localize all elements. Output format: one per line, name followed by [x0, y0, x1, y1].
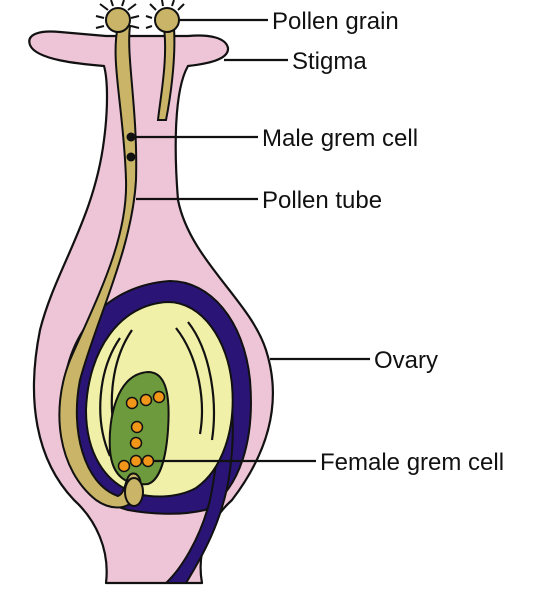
label-ovary: Ovary [374, 347, 438, 374]
label-male-germ-cell: Male grem cell [262, 125, 418, 152]
short-pollen-tube [156, 27, 176, 121]
nucleus [129, 454, 143, 468]
integument-line-1 [99, 337, 121, 457]
pollen-grain-1 [95, 0, 140, 33]
label-pollen-grain: Pollen grain [272, 8, 399, 35]
label-stigma: Stigma [292, 48, 367, 75]
nucleus [141, 454, 155, 468]
pollen-tube-tip [124, 477, 144, 507]
nucleus [117, 459, 131, 473]
female-nuclei [117, 390, 166, 473]
label-pollen-tube: Pollen tube [262, 187, 382, 214]
male-germ-cell [126, 152, 136, 162]
label-female-germ-cell: Female grem cell [320, 449, 504, 476]
nucleus [152, 390, 166, 404]
integument-line-4 [175, 327, 203, 435]
nucleus [130, 420, 144, 434]
nucleus [139, 393, 153, 407]
pollen-grain-2 [145, 0, 185, 33]
nucleus [125, 396, 139, 410]
integument-line-3 [187, 321, 215, 441]
male-germ-cell [126, 132, 136, 142]
nucleus [129, 436, 143, 450]
